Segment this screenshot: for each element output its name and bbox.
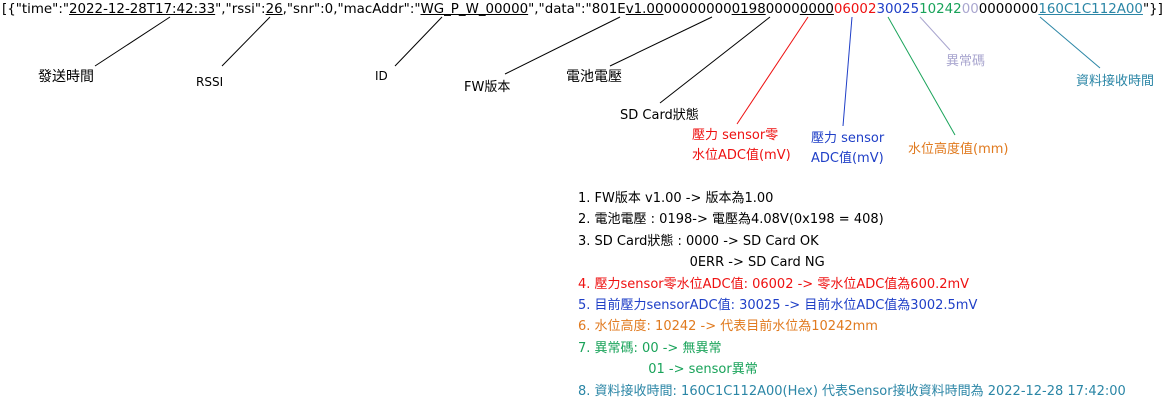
note-fw: 1. FW版本 v1.00 -> 版本為1.00 [578, 191, 774, 206]
notes-list: 1. FW版本 v1.00 -> 版本為1.00 2. 電池電壓 : 0198-… [578, 188, 1126, 402]
label-rssi: RSSI [196, 75, 224, 89]
record-pressure-adc: 30025 [876, 2, 920, 17]
label-pressure-zero-line1: 壓力 sensor零 [692, 128, 779, 143]
record-sd: 0000 [765, 2, 800, 17]
record-data-head: 801E [591, 2, 626, 17]
record-prefix: [{"time":" [2, 2, 69, 17]
connector-water-level [887, 16, 956, 136]
connector-fw [504, 16, 621, 75]
connector-recv-time [1039, 16, 1101, 69]
record-error-code: 00 [961, 2, 979, 17]
note-pressure-zero: 4. 壓力sensor零水位ADC值: 06002 -> 零水位ADC值為600… [578, 276, 970, 292]
note-pressure-adc: 5. 目前壓力sensorADC值: 30025 -> 目前水位ADC值為300… [578, 298, 978, 314]
record-rssi-key: ","rssi": [215, 2, 266, 17]
label-error-code: 異常碼 [946, 54, 986, 69]
record-battery: 0198 [731, 2, 766, 17]
label-pressure-adc-line2: ADC值(mV) [811, 151, 884, 166]
record-water-level: 10242 [919, 2, 962, 17]
note-error-none: 7. 異常碼: 00 -> 無異常 [578, 340, 722, 356]
label-send-time: 發送時間 [38, 69, 94, 85]
record-rssi: 26 [265, 2, 283, 17]
record-snr-mac-key: ,"snr":0,"macAddr":" [282, 2, 421, 17]
note-water-level: 6. 水位高度: 10242 -> 代表目前水位為10242mm [578, 319, 878, 335]
connector-rssi [221, 16, 271, 67]
record-recv-time: 160C1C112A00 [1038, 2, 1143, 17]
record-data-key: ","data":" [528, 2, 592, 17]
connector-battery [609, 16, 713, 67]
connector-pressure-adc [842, 16, 853, 127]
connector-error-code [919, 16, 951, 51]
connector-send-time [94, 16, 171, 67]
record-time: 2022-12-28T17:42:33 [69, 2, 216, 17]
connector-pressure-zero [736, 16, 809, 125]
record-pad3: 0000000 [978, 2, 1039, 17]
note-recv-time: 8. 資料接收時間: 160C1C112A00(Hex) 代表Sensor接收資… [578, 383, 1126, 399]
note-sd-ng: 0ERR -> SD Card NG [578, 255, 825, 271]
record-fw: v1.00 [625, 2, 664, 17]
record-pressure-zero: 06002 [833, 2, 877, 17]
record-pad1: 00000000 [663, 2, 732, 17]
connector-id [394, 16, 443, 67]
connector-sd [659, 16, 771, 104]
label-pressure-zero-line2: 水位ADC值(mV) [692, 148, 791, 163]
note-sd-ok: 3. SD Card狀態 : 0000 -> SD Card OK [578, 233, 819, 249]
label-pressure-adc-line1: 壓力 sensor [811, 131, 885, 146]
label-water-level: 水位高度值(mm) [908, 142, 1009, 157]
label-fw: FW版本 [464, 80, 511, 95]
note-error-sensor: 01 -> sensor異常 [578, 362, 758, 378]
label-sd: SD Card狀態 [620, 108, 699, 123]
record-pad2: 0000 [799, 2, 834, 17]
label-pressure-zero: 壓力 sensor零 水位ADC值(mV) [692, 126, 791, 166]
label-pressure-adc: 壓力 sensor ADC值(mV) [811, 129, 884, 169]
record-suffix: "}] [1142, 2, 1163, 17]
raw-record-line: [{"time":"2022-12-28T17:42:33","rssi":26… [2, 2, 1163, 17]
label-id: ID [375, 69, 388, 83]
note-battery: 2. 電池電壓 : 0198-> 電壓為4.08V(0x198 = 408) [578, 212, 884, 228]
label-recv-time: 資料接收時間 [1076, 74, 1155, 89]
label-battery: 電池電壓 [566, 69, 622, 85]
record-mac: WG_P_W_00000 [420, 2, 529, 17]
